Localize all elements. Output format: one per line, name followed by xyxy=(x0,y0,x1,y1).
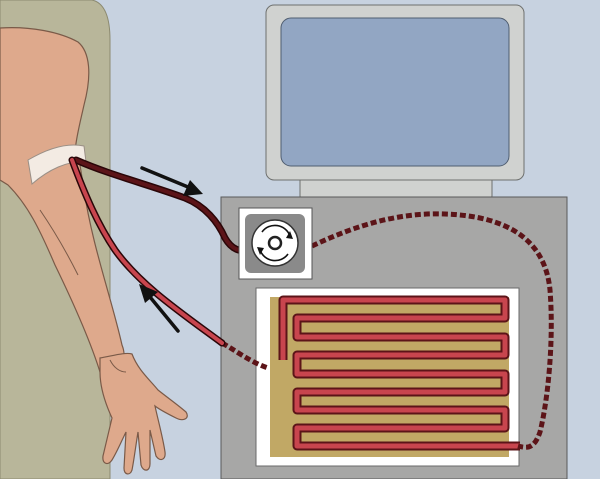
rotation-arrowhead-top xyxy=(286,231,293,239)
pump-hub xyxy=(267,235,283,251)
arm xyxy=(0,27,188,475)
flow-arrow-return xyxy=(139,284,180,333)
internal-circuit-line xyxy=(310,211,554,450)
return-tube xyxy=(68,156,226,347)
wrist-crease xyxy=(109,359,127,373)
arm-contour xyxy=(39,209,79,276)
return-dashed-segment xyxy=(220,340,269,371)
monitor-screen xyxy=(280,17,510,167)
flow-arrow-outflow xyxy=(140,166,203,196)
rotary-pump xyxy=(238,207,313,280)
rotation-arrow-top xyxy=(261,224,291,237)
serpentine-filter xyxy=(278,295,520,451)
outflow-tube xyxy=(72,156,254,255)
monitor-stand xyxy=(299,177,493,199)
rotation-arrow-bottom xyxy=(259,249,289,262)
upper-arm xyxy=(0,27,125,373)
rotation-arrowhead-bottom xyxy=(257,247,264,255)
hand xyxy=(99,352,188,475)
monitor xyxy=(265,4,525,199)
